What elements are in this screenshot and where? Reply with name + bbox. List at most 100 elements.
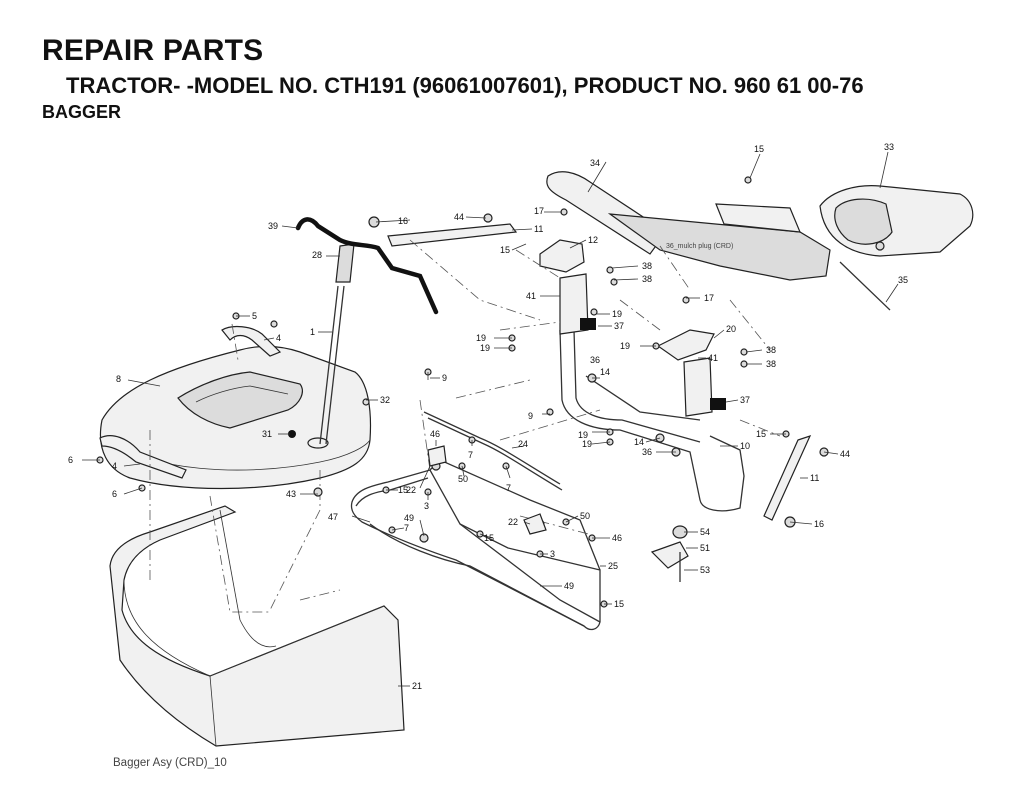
bag-lower-bar [99,435,187,479]
callout-15-chute: 15 [754,144,764,154]
callout-14-lower: 14 [634,437,644,447]
callout-49-lower: 49 [564,581,574,591]
callout-5: 5 [252,311,257,321]
bracket-11-top [387,223,518,247]
bag-cover [99,345,372,490]
block-37a [580,318,596,330]
bent-rod [295,217,439,315]
pin-35 [839,261,891,311]
callout-36-upper: 36 [590,355,600,365]
callout-8: 8 [116,374,121,384]
callout-14-upper: 14 [600,367,610,377]
callout-39: 39 [268,221,278,231]
callout-17-top: 17 [534,206,544,216]
page-title: REPAIR PARTS [42,34,264,67]
callout-9-left: 9 [442,373,447,383]
upright-tube [319,285,345,445]
callouts: 39 16 44 17 11 15 12 34 15 33 35 28 5 4 … [68,142,908,691]
callout-38-b: 38 [642,274,652,284]
cross-rod [423,411,561,485]
callout-41-right: 41 [708,353,718,363]
assembly-lines [149,239,781,613]
callout-15-top: 15 [500,245,510,255]
callout-19-low-a: 19 [578,430,588,440]
callout-19-left-a: 19 [476,333,486,343]
callout-24: 24 [518,439,528,449]
callout-21: 21 [412,681,422,691]
latch-51 [650,541,689,569]
callout-17-right: 17 [704,293,714,303]
callout-11-right: 11 [810,473,819,483]
figure-caption: Bagger Asy (CRD)_10 [113,757,227,769]
callout-19-low-b: 19 [582,439,592,449]
bag-frame [350,459,601,631]
callout-34: 34 [590,158,600,168]
block-37b [710,398,726,410]
bag [109,505,405,747]
callout-19-mid: 19 [620,341,630,351]
callout-15-right: 15 [756,429,766,439]
callout-46-lower: 46 [612,533,622,543]
callout-1: 1 [310,327,315,337]
callout-15-frame-c: 15 [614,599,624,609]
callout-54: 54 [700,527,710,537]
inset-label: 36_mulch plug (CRD) [666,243,733,250]
callout-7-mid: 7 [506,483,511,493]
callout-4-upper: 4 [276,333,281,343]
callout-44-right: 44 [840,449,850,459]
callout-22-upper: 22 [406,485,416,495]
callout-3-lower: 3 [550,549,555,559]
callout-32: 32 [380,395,390,405]
callout-4-lower: 4 [112,461,117,471]
callout-51: 51 [700,543,710,553]
callout-19-top: 19 [612,309,622,319]
section-title: BAGGER [42,102,122,122]
callout-50-lower: 50 [580,511,590,521]
callout-16-right: 16 [814,519,824,529]
callout-28: 28 [312,250,322,260]
callout-46-upper: 46 [430,429,440,439]
callout-37-right: 37 [740,395,750,405]
chute-mount [819,185,974,257]
callout-16-top: 16 [398,216,408,226]
callout-38-c: 38 [766,345,776,355]
callout-6-upper: 6 [68,455,73,465]
bracket-12 [539,239,585,273]
callout-36-lower: 36 [642,447,652,457]
callout-49-upper: 49 [404,513,414,523]
callout-43: 43 [286,489,296,499]
callout-10: 10 [740,441,750,451]
callout-15-frame-b: 15 [484,533,494,543]
callout-53: 53 [700,565,710,575]
callout-7-upper: 7 [468,450,473,460]
callout-38-a: 38 [642,261,652,271]
grip [335,243,355,283]
callout-33: 33 [884,142,894,152]
callout-50-upper: 50 [458,474,468,484]
callout-11-top: 11 [534,224,543,234]
callout-19-left-b: 19 [480,343,490,353]
cross-rod-lower [427,417,563,491]
bag-handle [221,325,282,357]
mount-frame [559,273,745,512]
model-line: TRACTOR- -MODEL NO. CTH191 (96061007601)… [66,73,864,98]
callout-47: 47 [328,512,338,522]
bracket-20 [656,329,715,361]
callout-3-upper: 3 [424,501,429,511]
callout-20: 20 [726,324,736,334]
callout-44-top: 44 [454,212,464,222]
callout-25: 25 [608,561,618,571]
callout-7-lower: 7 [404,523,409,533]
callout-37-left: 37 [614,321,624,331]
callout-22-lower: 22 [508,517,518,527]
callout-6-lower: 6 [112,489,117,499]
chute-tube [546,171,831,281]
callout-41-left: 41 [526,291,536,301]
callout-38-d: 38 [766,359,776,369]
callout-15-frame-a: 15 [398,485,408,495]
callout-31: 31 [262,429,272,439]
callout-35: 35 [898,275,908,285]
callout-9-right: 9 [528,411,533,421]
callout-12: 12 [588,235,598,245]
